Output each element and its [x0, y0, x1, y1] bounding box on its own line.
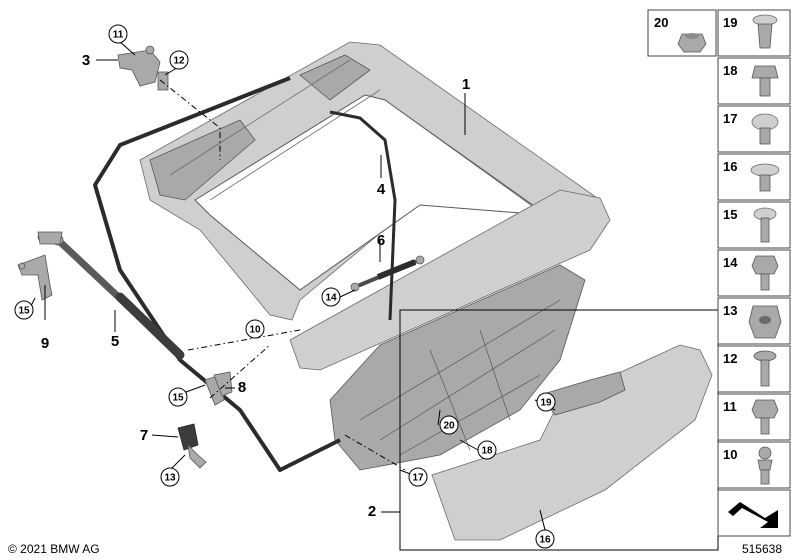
fastener-row-12: 12	[717, 345, 791, 393]
fastener-row-15: 15	[717, 201, 791, 249]
svg-text:19: 19	[540, 398, 552, 409]
fastener-row-10: 10	[717, 441, 791, 489]
svg-text:15: 15	[18, 306, 30, 317]
svg-text:13: 13	[723, 303, 737, 318]
callout-numbers: 3 1 4 6 9 5 8 7 2	[41, 52, 470, 520]
copyright-text: © 2021 BMW AG	[8, 542, 100, 556]
svg-text:12: 12	[723, 351, 737, 366]
callout-17-circle: 17	[408, 467, 428, 487]
trunk-lid-frame-icon	[139, 41, 611, 471]
callout-1: 1	[462, 76, 470, 93]
svg-text:17: 17	[412, 473, 424, 484]
bracket-icon	[17, 231, 63, 301]
circled-callouts: 11 12 14 15 10 15 13 19 20 18 17 16	[14, 24, 556, 549]
svg-text:16: 16	[723, 159, 737, 174]
fastener-table: 20 19 18 17 16	[647, 9, 791, 537]
svg-text:11: 11	[723, 399, 737, 414]
latch-icon	[177, 423, 207, 469]
callout-3: 3	[82, 52, 90, 69]
callout-15-circle-a: 15	[14, 300, 34, 320]
callout-13-circle: 13	[160, 467, 180, 487]
callout-6: 6	[377, 232, 385, 249]
callout-19-circle: 19	[536, 392, 556, 412]
fastener-label-19: 19	[723, 15, 737, 30]
callout-12-circle: 12	[169, 50, 189, 70]
svg-text:16: 16	[539, 535, 551, 546]
fastener-row-17: 17	[717, 105, 791, 153]
svg-text:14: 14	[723, 255, 738, 270]
strut-icon	[350, 255, 425, 292]
svg-text:18: 18	[481, 446, 493, 457]
fastener-row-14: 14	[717, 249, 791, 297]
svg-text:15: 15	[172, 393, 184, 404]
svg-text:15: 15	[723, 207, 737, 222]
callout-15-circle-b: 15	[168, 387, 188, 407]
callout-18-circle: 18	[477, 440, 497, 460]
callout-10-circle: 10	[245, 319, 265, 339]
callout-14-circle: 14	[321, 287, 341, 307]
fastener-row-16: 16	[717, 153, 791, 201]
callout-16-circle: 16	[535, 529, 555, 549]
fastener-label-20: 20	[654, 15, 668, 30]
hinge-icon	[117, 45, 169, 91]
svg-text:18: 18	[723, 63, 737, 78]
callout-2: 2	[368, 503, 376, 520]
svg-text:10: 10	[249, 325, 261, 336]
fastener-row-11: 11	[717, 393, 791, 441]
callout-9: 9	[41, 335, 49, 352]
diagram-number: 515638	[742, 542, 782, 556]
dashed-leaders	[159, 79, 406, 471]
fastener-row-18: 18	[717, 57, 791, 105]
svg-text:14: 14	[325, 293, 337, 304]
clip-icon	[752, 14, 778, 49]
svg-text:13: 13	[164, 473, 176, 484]
callout-20-circle: 20	[439, 415, 459, 435]
callout-5: 5	[111, 333, 119, 350]
fastener-row-13: 13	[717, 297, 791, 345]
callout-4: 4	[377, 181, 386, 198]
nut-icon	[677, 33, 707, 53]
callout-8: 8	[238, 379, 246, 396]
lid-seal-icon	[93, 76, 397, 472]
svg-text:20: 20	[443, 421, 455, 432]
callout-11-circle: 11	[108, 24, 128, 44]
svg-text:10: 10	[723, 447, 737, 462]
svg-text:11: 11	[113, 30, 124, 41]
callout-7: 7	[140, 427, 148, 444]
legend-arrow-icon	[717, 489, 791, 537]
svg-text:12: 12	[173, 56, 185, 67]
svg-text:17: 17	[723, 111, 737, 126]
